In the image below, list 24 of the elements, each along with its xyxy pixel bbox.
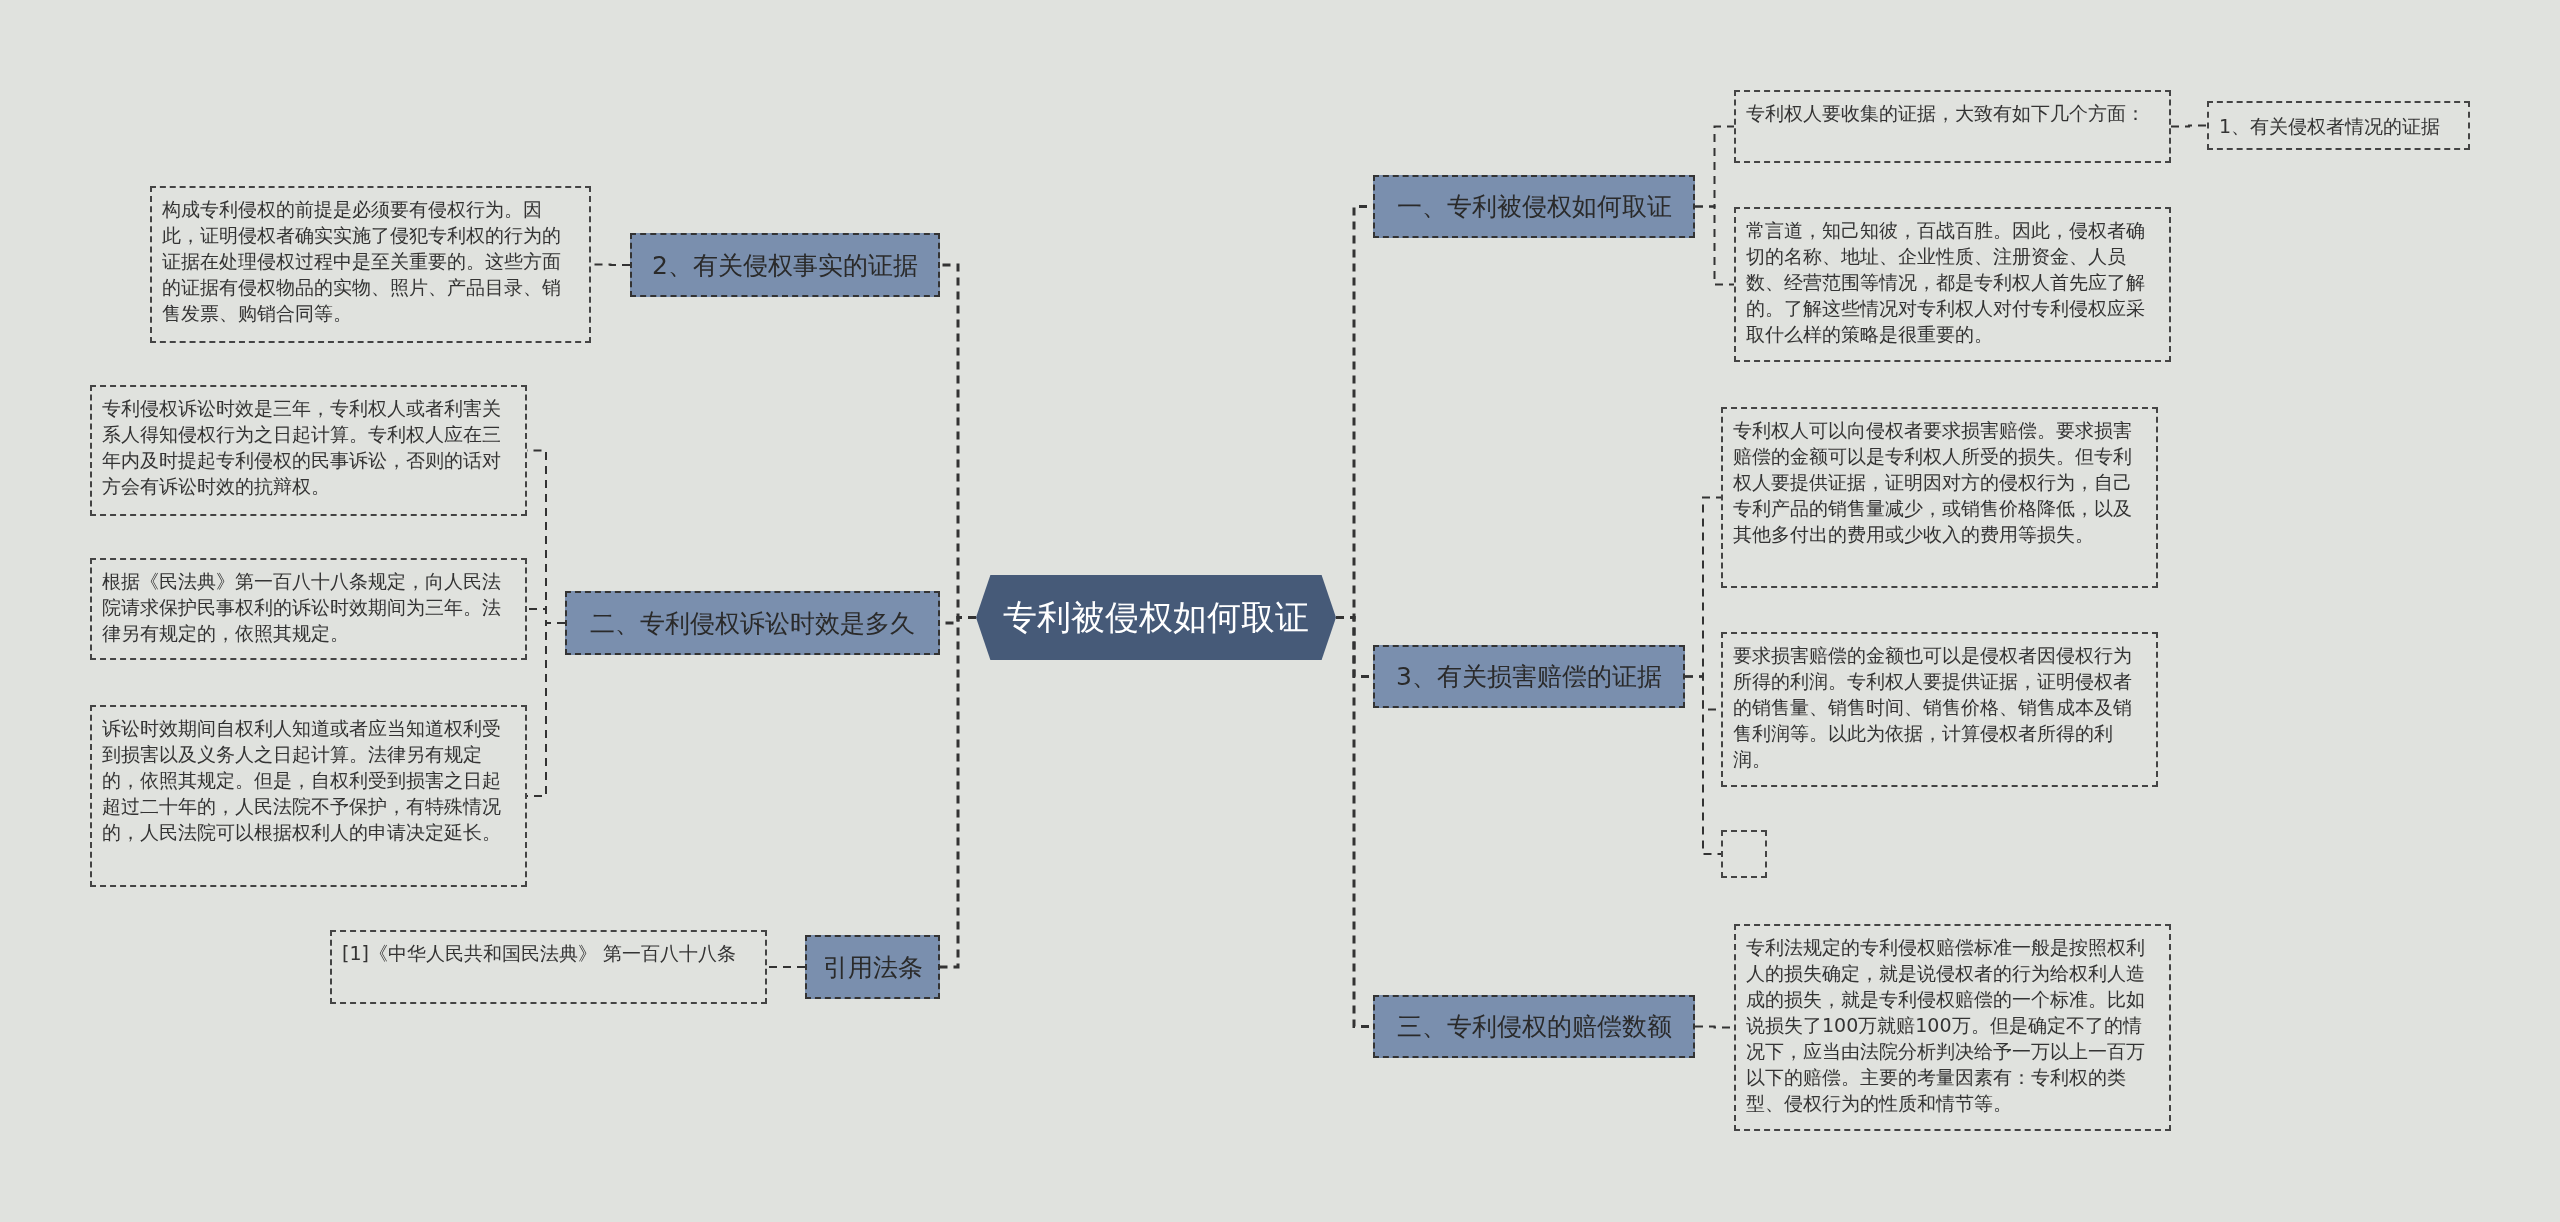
text-box: 专利权人要收集的证据，大致有如下几个方面： (1734, 90, 2171, 163)
connector-line (1684, 675, 1722, 855)
text-box: 诉讼时效期间自权利人知道或者应当知道权利受到损害以及义务人之日起计算。法律另有规定的，依照其规定。但是，自权利受到损害之日起超过二十年的，人民法院不予保护，有特殊情况的，人民法院可以根据权利人的申请决定延长。 (90, 705, 527, 887)
text-box: 专利法规定的专利侵权赔偿标准一般是按照权利人的损失确定，就是说侵权者的行为给权利人造成的损失，就是专利侵权赔偿的一个标准。比如说损失了100万就赔100万。但是确定不了的情况下，应当由法院分析判决给予一万以上一百万以下的赔偿。主要的考量因素有：专利权的类型、侵权行为的性质和情节等。 (1734, 924, 2171, 1131)
text-box: 专利侵权诉讼时效是三年，专利权人或者利害关系人得知侵权行为之日起计算。专利权人应在三年内及时提起专利侵权的民事诉讼，否则的话对方会有诉讼时效的抗辩权。 (90, 385, 527, 516)
text-box: 根据《民法典》第一百八十八条规定，向人民法院请求保护民事权利的诉讼时效期间为三年。法律另有规定的，依照其规定。 (90, 558, 527, 660)
topic-box: 引用法条 (805, 935, 940, 999)
text-box: [1]《中华人民共和国民法典》 第一百八十八条 (330, 930, 767, 1004)
text-box: 要求损害赔偿的金额也可以是侵权者因侵权行为所得的利润。专利权人要提供证据，证明侵权者的销售量、销售时间、销售价格、销售成本及销售利润等。以此为依据，计算侵权者所得的利润。 (1721, 632, 2158, 787)
connector-line (2170, 124, 2208, 128)
connector-line (1694, 205, 1735, 286)
connector-line (526, 622, 566, 797)
empty-box (1721, 830, 1767, 878)
text-box: 1、有关侵权者情况的证据 (2207, 101, 2470, 150)
connector-line (766, 966, 806, 968)
text-box: 常言道，知己知彼，百战百胜。因此，侵权者确切的名称、地址、企业性质、注册资金、人员数、经营范围等情况，都是专利权人首先应了解的。了解这些情况对专利权人对付专利侵权应采取什么样的策略是很重要的。 (1734, 207, 2171, 362)
topic-box: 三、专利侵权的赔偿数额 (1373, 995, 1695, 1058)
text-box: 构成专利侵权的前提是必须要有侵权行为。因此，证明侵权者确实实施了侵犯专利权的行为的证据在处理侵权过程中是至关重要的。这些方面的证据有侵权物品的实物、照片、产品目录、销售发票、购销合同等。 (150, 186, 591, 343)
connector-line (940, 616, 976, 969)
topic-box: 一、专利被侵权如何取证 (1373, 175, 1695, 238)
topic-box: 3、有关损害赔偿的证据 (1373, 645, 1685, 708)
topic-box: 2、有关侵权事实的证据 (630, 233, 940, 297)
topic-box: 二、专利侵权诉讼时效是多久 (565, 591, 940, 655)
text-box: 专利权人可以向侵权者要求损害赔偿。要求损害赔偿的金额可以是专利权人所受的损失。但专利权人要提供证据，证明因对方的侵权行为，自己专利产品的销售量减少，或销售价格降低，以及其他多付出的费用或少收入的费用等损失。 (1721, 407, 2158, 588)
